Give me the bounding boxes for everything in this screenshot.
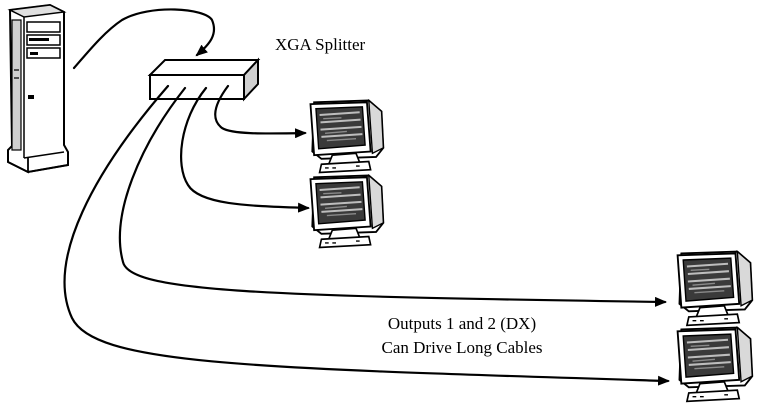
output-cable-4: [214, 84, 307, 139]
output-cable-2: [118, 86, 667, 307]
caption-line-2: Can Drive Long Cables: [382, 338, 543, 357]
splitter-label: XGA Splitter: [275, 35, 366, 54]
caption-line-1: Outputs 1 and 2 (DX): [388, 314, 536, 333]
crt-monitor-icon: [676, 326, 754, 403]
crt-monitor-icon: [309, 99, 385, 174]
output-cable-3: [180, 86, 310, 213]
computer-tower-icon: [7, 3, 69, 174]
output-cable-1: [63, 84, 670, 386]
crt-monitor-icon: [309, 174, 385, 249]
input-cable: [72, 8, 216, 70]
splitter-box-icon: [147, 57, 261, 102]
crt-monitor-icon: [676, 250, 754, 327]
